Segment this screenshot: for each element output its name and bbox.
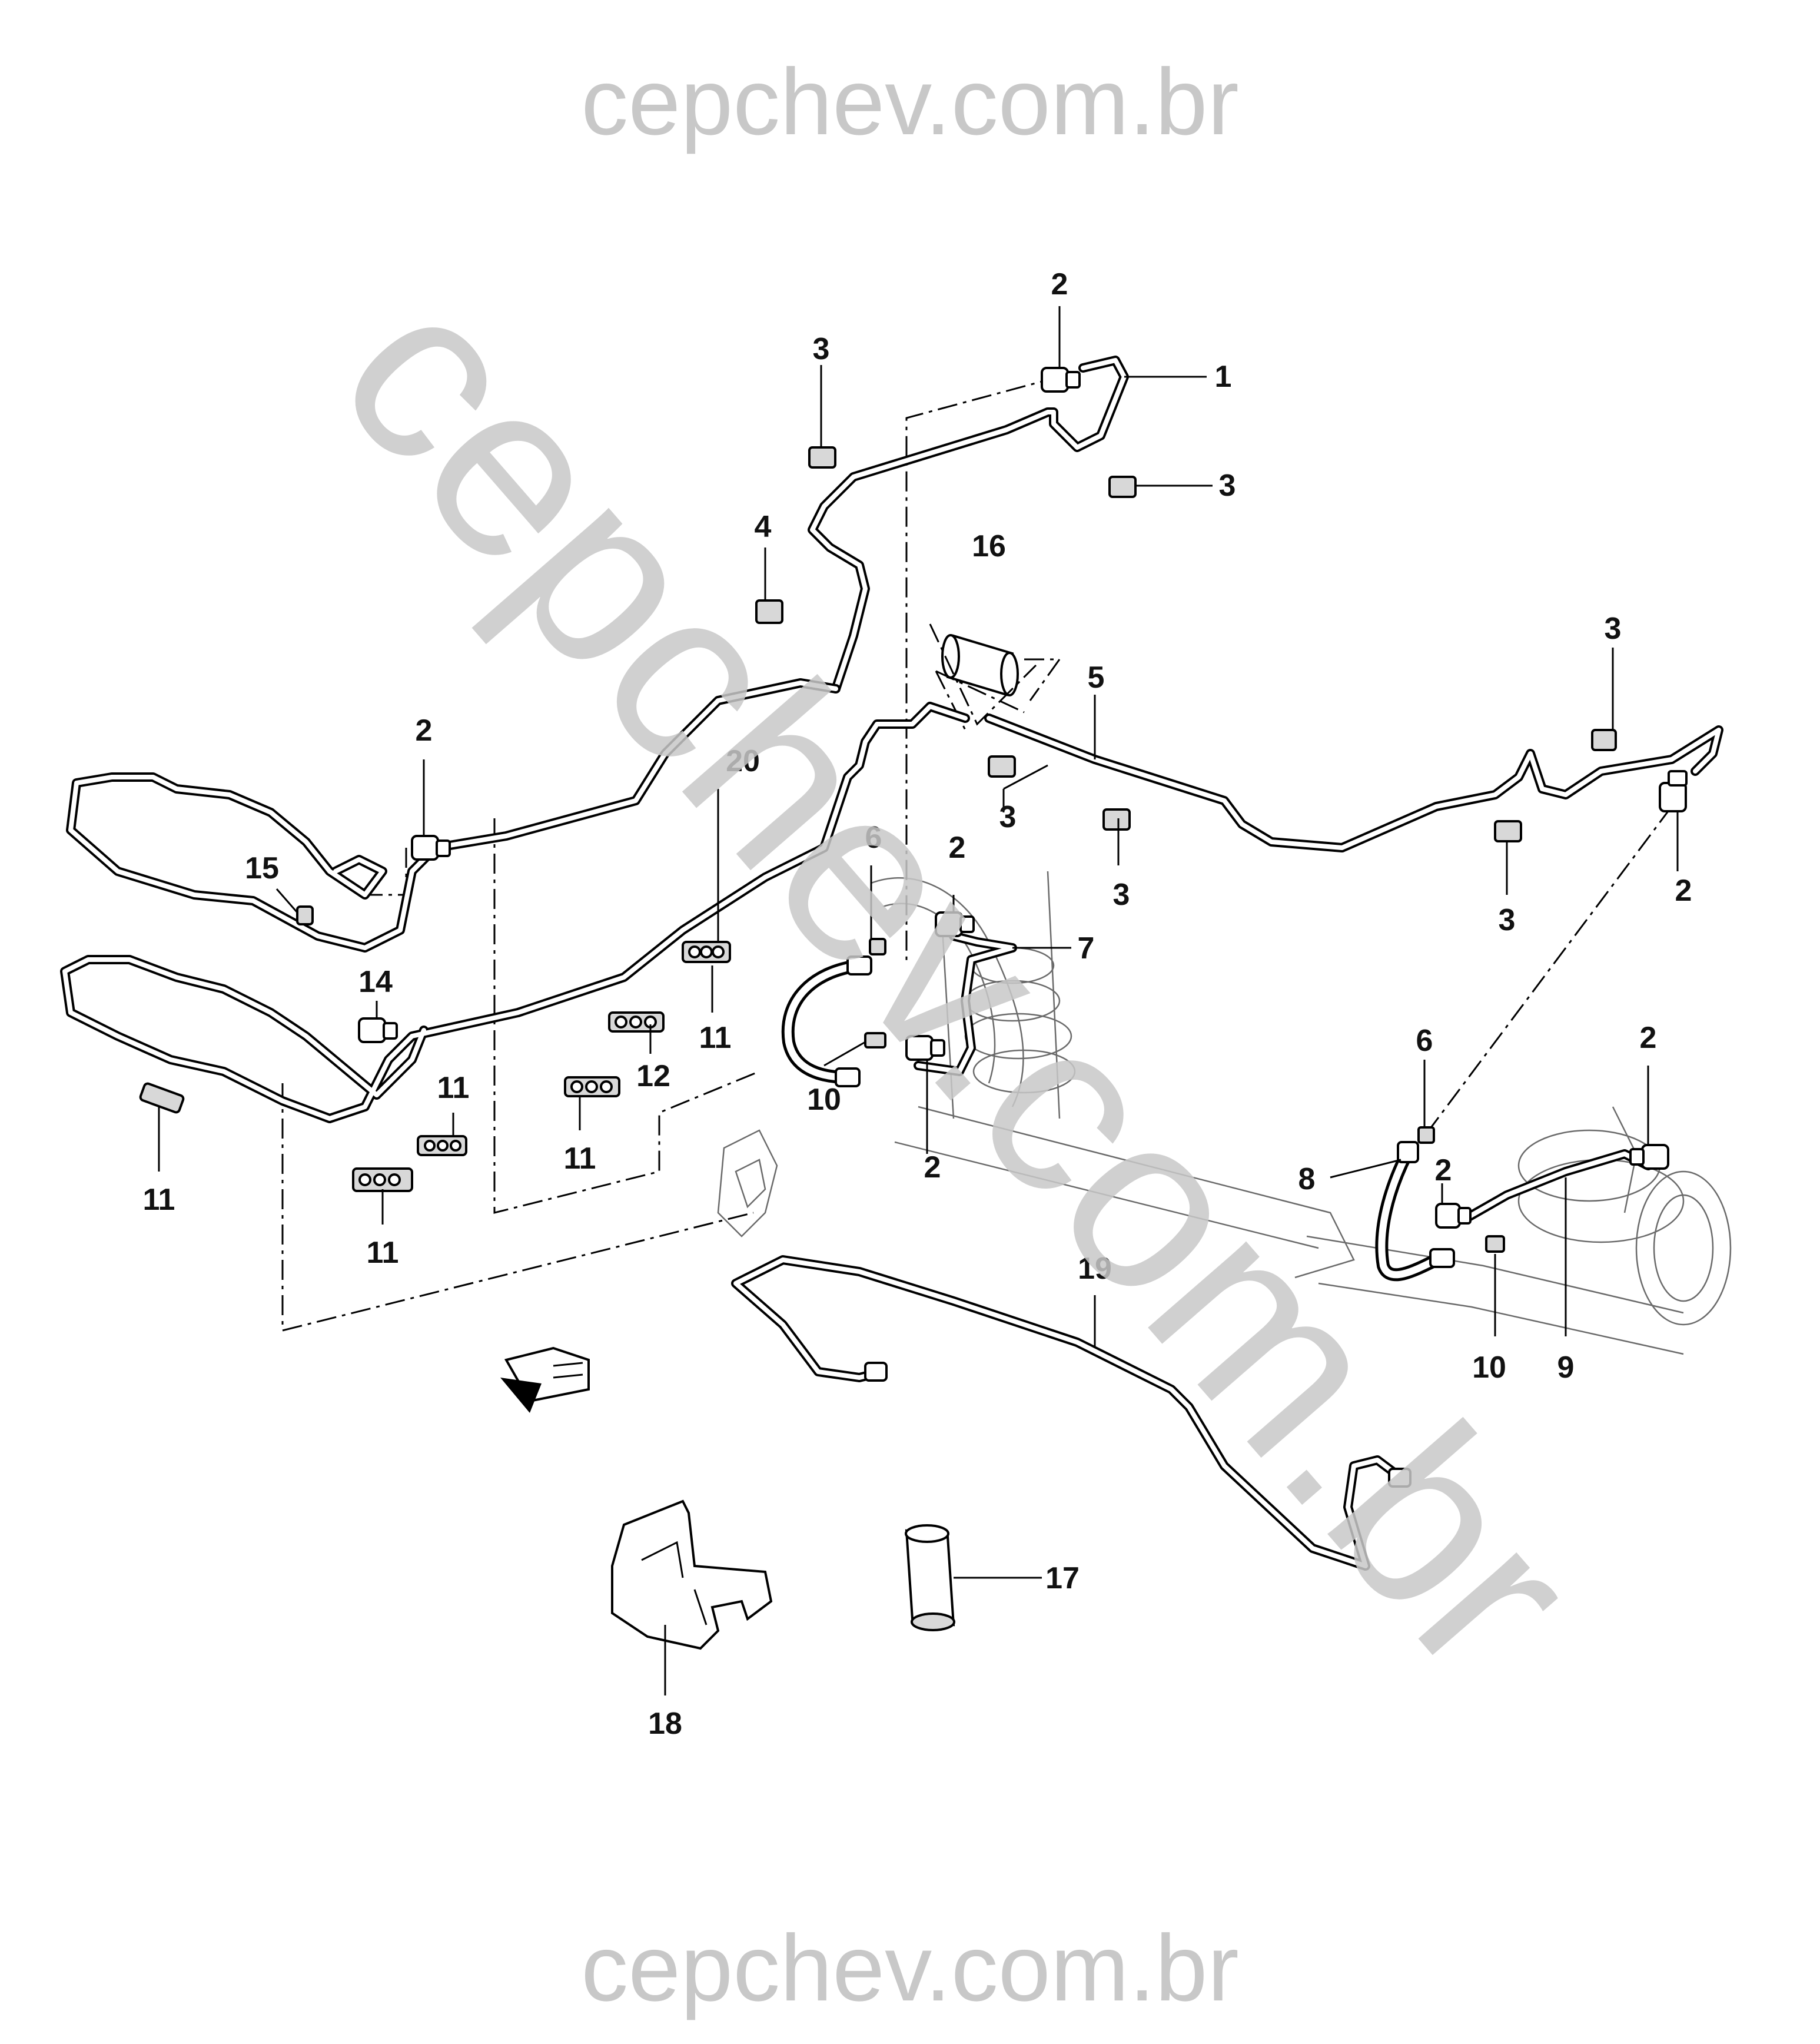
tube-nut-2-right: [1659, 770, 1688, 812]
hose-7-end-fitting: [846, 955, 872, 975]
multi-tube-clips: [139, 941, 731, 1192]
callout-2-right-lower: 2: [1640, 1021, 1657, 1055]
callout-9: 9: [1557, 1350, 1575, 1385]
clip-11-left: [139, 1082, 185, 1114]
tube-nut-14: [358, 1017, 398, 1043]
clip-3-far-right: [1591, 729, 1617, 751]
callout-1: 1: [1215, 360, 1232, 394]
clip-11-center: [564, 1076, 620, 1097]
callout-3-center: 3: [999, 800, 1017, 834]
callout-4: 4: [755, 510, 772, 544]
clip-3-top-left: [808, 446, 836, 469]
brake-tubes: [60, 356, 1723, 1571]
callout-10-center: 10: [807, 1083, 841, 1117]
callout-leaders: [158, 306, 1679, 1695]
callout-5: 5: [1088, 661, 1105, 695]
callout-11-upper: 11: [437, 1071, 470, 1105]
callout-2-right-mid: 2: [1435, 1153, 1452, 1187]
callout-6-center: 6: [865, 821, 882, 855]
watermark-top: cepchev.com.br: [581, 49, 1239, 154]
brake-line-9: [1461, 1149, 1653, 1223]
bracket-18: [611, 1499, 773, 1650]
front-direction-arrow-icon: [500, 1346, 590, 1413]
clip-10-center: [864, 1032, 886, 1048]
tube-nut-2-mid: [935, 911, 975, 937]
clip-11-small: [417, 1135, 467, 1156]
callout-11-left: 11: [143, 1183, 175, 1217]
hose-7-lower-fitting: [835, 1067, 861, 1087]
clip-20: [682, 941, 731, 963]
callout-8: 8: [1298, 1162, 1316, 1196]
clip-6-center: [869, 938, 886, 955]
hose-8-end-fitting: [1397, 1141, 1419, 1163]
callout-11-right: 11: [699, 1021, 732, 1055]
tube-nut-19-end: [864, 1362, 1412, 1488]
callout-3-top-left: 3: [813, 332, 830, 366]
clip-10-right: [1485, 1235, 1505, 1253]
clip-3-center-right: [1102, 808, 1131, 831]
clip-12: [608, 1011, 665, 1033]
callout-19: 19: [1078, 1252, 1112, 1286]
callout-3-far-right: 3: [1605, 612, 1622, 646]
callout-3-right: 3: [1499, 903, 1516, 937]
callout-11-lower: 11: [367, 1236, 399, 1270]
callout-2-lower-mid: 2: [924, 1150, 941, 1184]
callout-7: 7: [1078, 931, 1095, 965]
callout-11-center: 11: [564, 1142, 596, 1176]
callout-17: 17: [1045, 1561, 1080, 1595]
callout-2-left: 2: [416, 714, 433, 748]
callout-2-mid: 2: [949, 831, 966, 865]
tube-nut-2-right-mid: [1435, 1203, 1472, 1229]
clip-3-top-right: [1108, 476, 1137, 498]
sleeve-16: [929, 623, 1037, 726]
tube-nuts: [358, 367, 1688, 1488]
callout-16: 16: [972, 529, 1006, 563]
callout-3-top-right: 3: [1219, 469, 1236, 503]
hose-8-lower-fitting: [1429, 1248, 1455, 1268]
clip-11-large: [352, 1167, 413, 1192]
callout-18: 18: [648, 1707, 682, 1741]
callout-12: 12: [636, 1059, 670, 1093]
tube-nut-2-top: [1041, 367, 1081, 393]
clip-6-right: [1417, 1126, 1435, 1144]
callout-14: 14: [358, 965, 393, 999]
callout-3-center-right: 3: [1113, 878, 1130, 912]
sleeve-17: [905, 1524, 955, 1631]
callout-2-right: 2: [1675, 874, 1692, 908]
clips: [296, 446, 1617, 1253]
clip-15: [296, 905, 314, 925]
flexible-hoses: [781, 955, 1455, 1282]
watermark-diagonal: cepchev.com.br: [287, 238, 1629, 1723]
callout-20: 20: [726, 744, 760, 778]
clip-4: [755, 599, 783, 624]
callout-labels: 1 2 2 2 2 2 2 2 3 3 3 3 3 3 4 5 6 6 7 8 …: [143, 267, 1692, 1741]
callout-2-top: 2: [1051, 267, 1068, 301]
tube-nut-2-lower-mid: [905, 1035, 945, 1061]
tube-nut-2-right-lower: [1629, 1144, 1669, 1170]
clip-3-right: [1494, 820, 1522, 842]
callout-6-right: 6: [1416, 1024, 1433, 1058]
clip-3-center: [988, 755, 1016, 778]
tube-nut-2-left: [411, 835, 451, 861]
callout-10-right: 10: [1472, 1350, 1506, 1385]
watermark-bottom: cepchev.com.br: [581, 1915, 1239, 2020]
callout-15: 15: [245, 851, 279, 885]
